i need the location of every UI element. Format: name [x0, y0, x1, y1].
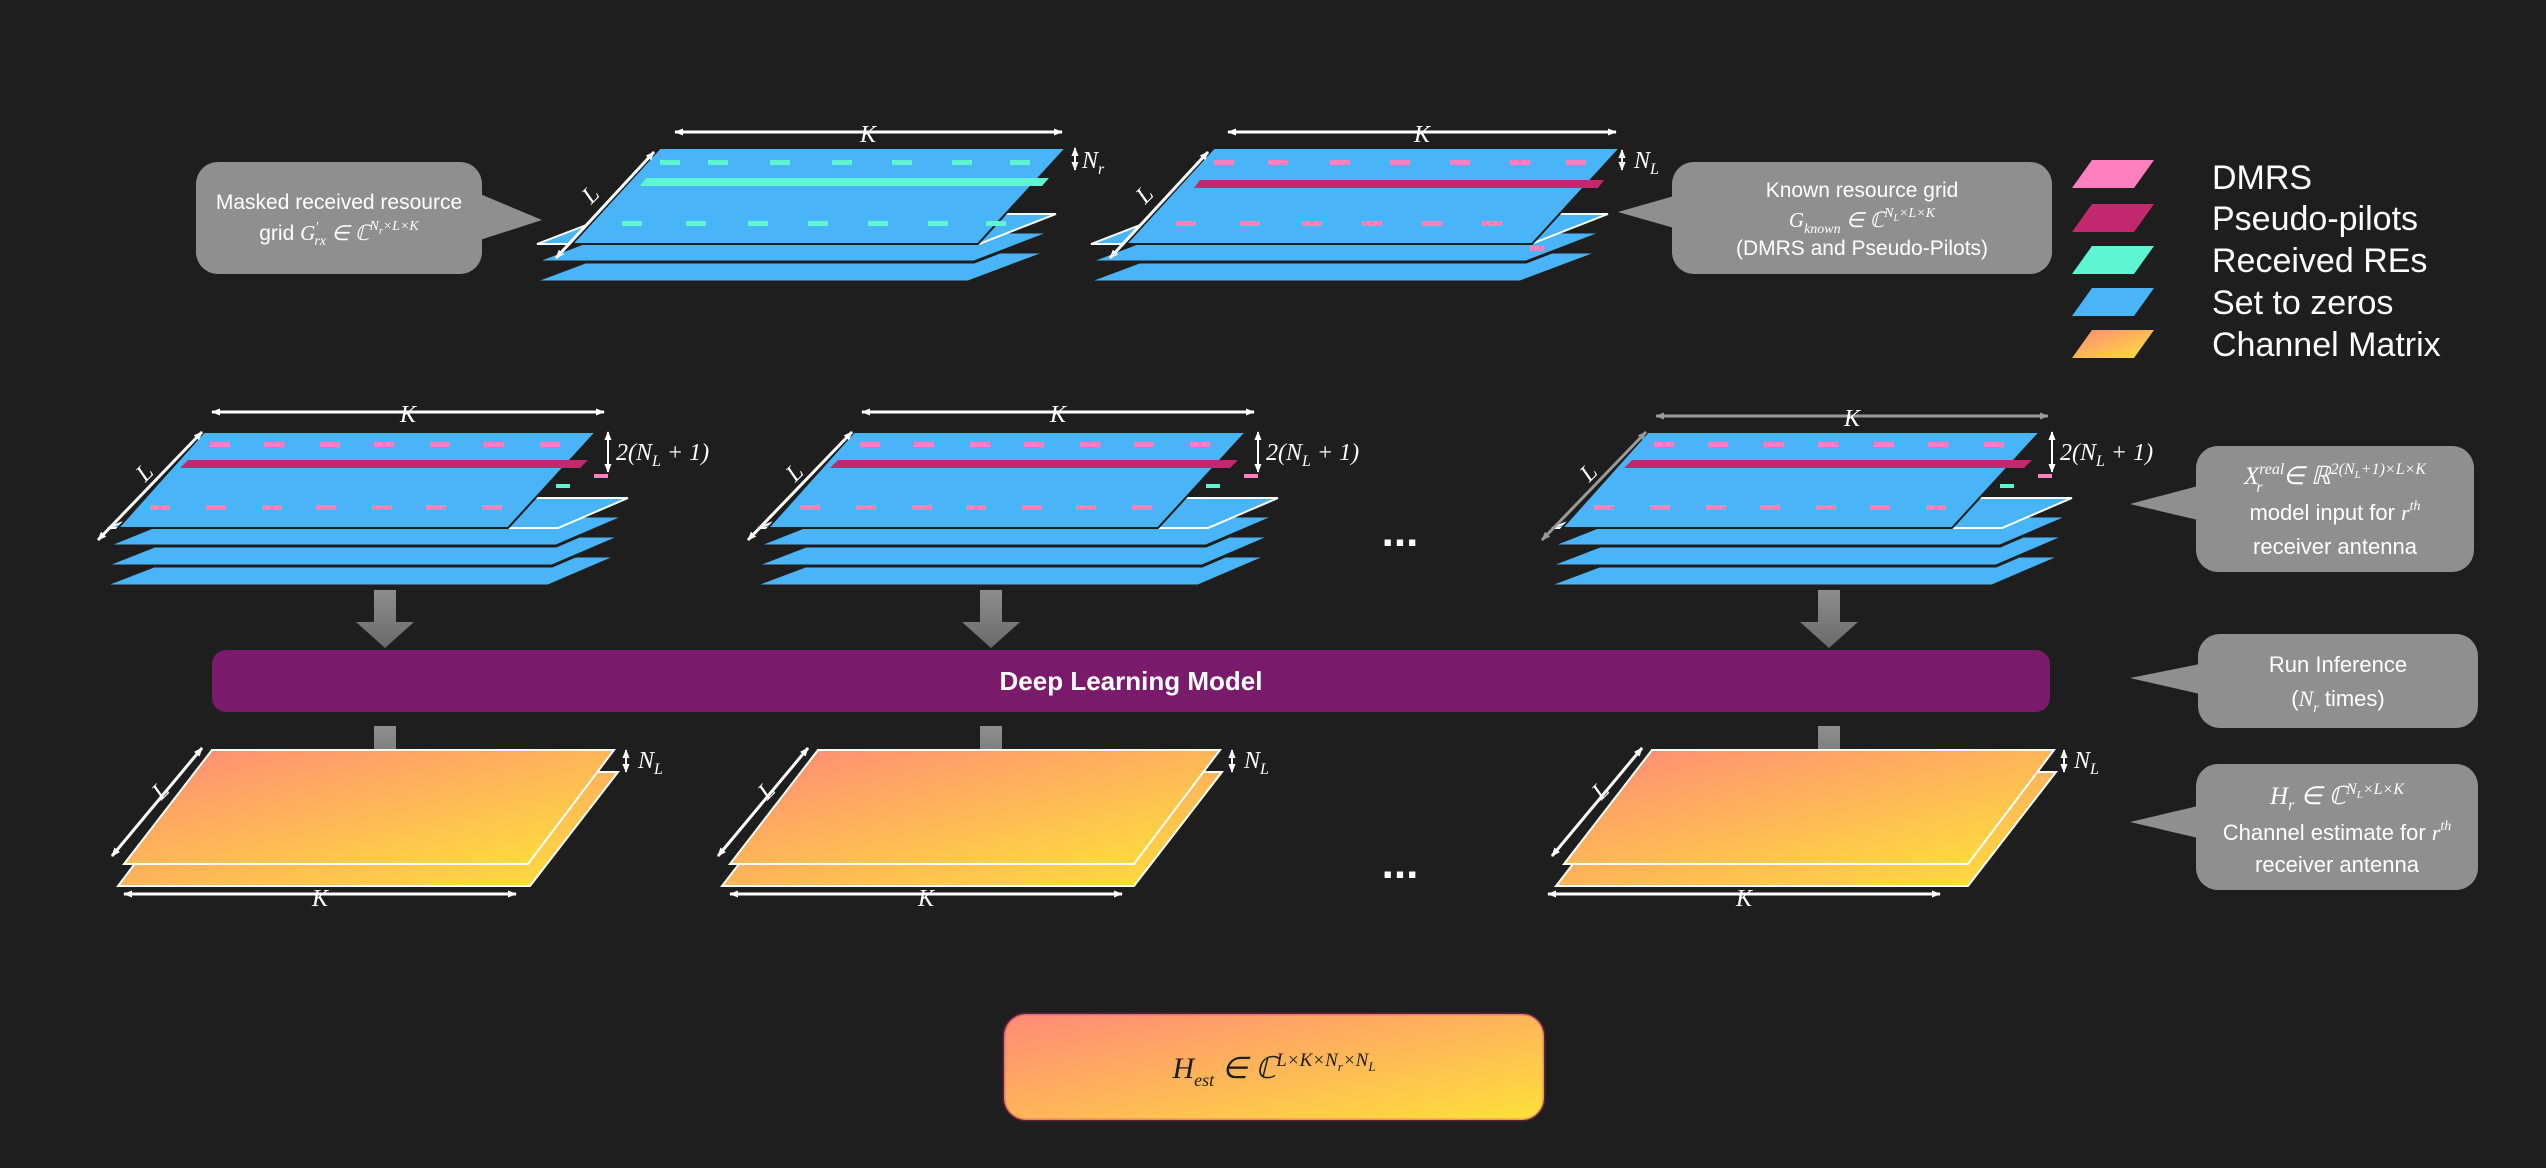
dim-K-label: K: [1843, 406, 1862, 432]
callout-estimate-line3: receiver antenna: [2255, 852, 2420, 877]
result-box: Hest ∈ ℂL×K×Nr×NL: [1002, 1012, 1546, 1122]
callout-inference-line1: Run Inference: [2269, 652, 2407, 677]
channel-estimate-grid-1: L K NL: [110, 747, 663, 912]
model-input-grid-1: K L 2(NL + 1): [96, 402, 709, 588]
legend-label: Channel Matrix: [2212, 326, 2441, 364]
dim-L-label: L: [146, 777, 175, 806]
callout-known-line1: Known resource grid: [1766, 179, 1959, 202]
channel-estimate-grid-2: L K NL: [716, 747, 1269, 912]
dim-2NL1-label: 2(NL + 1): [616, 440, 709, 470]
dim-K-label: K: [859, 122, 878, 148]
model-input-grid-3: K L 2(NL + 1): [1540, 406, 2153, 588]
callout-masked-line2: grid G′rx ∈ ℂNr×L×K: [259, 219, 419, 249]
dim-L-label: L: [1586, 777, 1615, 806]
channel-estimate-grid-3: L K NL: [1547, 747, 2099, 912]
callout-known-line2: Gknown ∈ ℂNL×L×K: [1789, 206, 1936, 237]
callout-estimate-line2: Channel estimate for rth: [2223, 819, 2452, 845]
callout-run-inference: Run Inference (Nr times): [2130, 634, 2478, 728]
dim-2NL1-label: 2(NL + 1): [2060, 440, 2153, 470]
callout-known-line3: (DMRS and Pseudo-Pilots): [1736, 237, 1988, 260]
dim-Nr-label: Nr: [1081, 148, 1105, 178]
deep-learning-model-bar: Deep Learning Model: [212, 650, 2050, 712]
dim-L-label: L: [780, 459, 809, 488]
legend: DMRS Pseudo-pilots Received REs Set to z…: [2072, 159, 2441, 364]
dim-NL-label: NL: [1633, 148, 1659, 178]
ellipsis-middle-row: ...: [1382, 507, 1419, 556]
legend-label: Set to zeros: [2212, 284, 2393, 322]
dim-2NL1-label: 2(NL + 1): [1266, 440, 1359, 470]
callout-masked-received: Masked received resource grid G′rx ∈ ℂNr…: [196, 162, 542, 274]
dim-K-label: K: [1413, 122, 1432, 148]
dim-NL-label: NL: [1243, 748, 1269, 778]
callout-model-input-line2: model input for rth: [2249, 499, 2420, 525]
dim-K-label: K: [1735, 886, 1754, 912]
legend-label: Pseudo-pilots: [2212, 200, 2418, 238]
legend-item-channel-matrix: Channel Matrix: [2072, 326, 2441, 364]
dim-K-label: K: [399, 402, 418, 428]
model-bar-label: Deep Learning Model: [1000, 666, 1263, 696]
dim-NL-label: NL: [2073, 748, 2099, 778]
legend-item-pseudo-pilots: Pseudo-pilots: [2072, 200, 2418, 238]
dim-L-label: L: [752, 777, 781, 806]
legend-item-set-to-zeros: Set to zeros: [2072, 284, 2393, 322]
masked-received-grid: K L Nr: [531, 122, 1105, 284]
result-formula: Hest ∈ ℂL×K×Nr×NL: [1171, 1050, 1375, 1090]
callout-inference-line2: (Nr times): [2291, 686, 2384, 716]
dim-L-label: L: [1130, 181, 1159, 210]
legend-item-dmrs: DMRS: [2072, 159, 2312, 197]
legend-label: Received REs: [2212, 242, 2427, 280]
callout-estimate-line1: Hr ∈ ℂNL×L×K: [2269, 781, 2405, 814]
callout-known-grid: Known resource grid Gknown ∈ ℂNL×L×K (DM…: [1618, 162, 2052, 274]
callout-model-input-line3: receiver antenna: [2253, 534, 2418, 559]
dim-L-label: L: [130, 459, 159, 488]
arrows-into-model: [356, 590, 1858, 648]
callout-masked-line1: Masked received resource: [216, 191, 462, 214]
legend-item-received-res: Received REs: [2072, 242, 2427, 280]
dim-K-label: K: [917, 886, 936, 912]
dim-K-label: K: [311, 886, 330, 912]
model-input-grid-2: K L 2(NL + 1): [746, 402, 1359, 588]
callout-channel-estimate: Hr ∈ ℂNL×L×K Channel estimate for rth re…: [2130, 764, 2478, 890]
known-resource-grid: K L NL: [1085, 122, 1659, 284]
dim-K-label: K: [1049, 402, 1068, 428]
dim-NL-label: NL: [637, 748, 663, 778]
dim-L-label: L: [576, 181, 605, 210]
dim-L-label: L: [1574, 459, 1603, 488]
legend-label: DMRS: [2212, 159, 2312, 197]
ellipsis-bottom-row: ...: [1382, 839, 1419, 888]
